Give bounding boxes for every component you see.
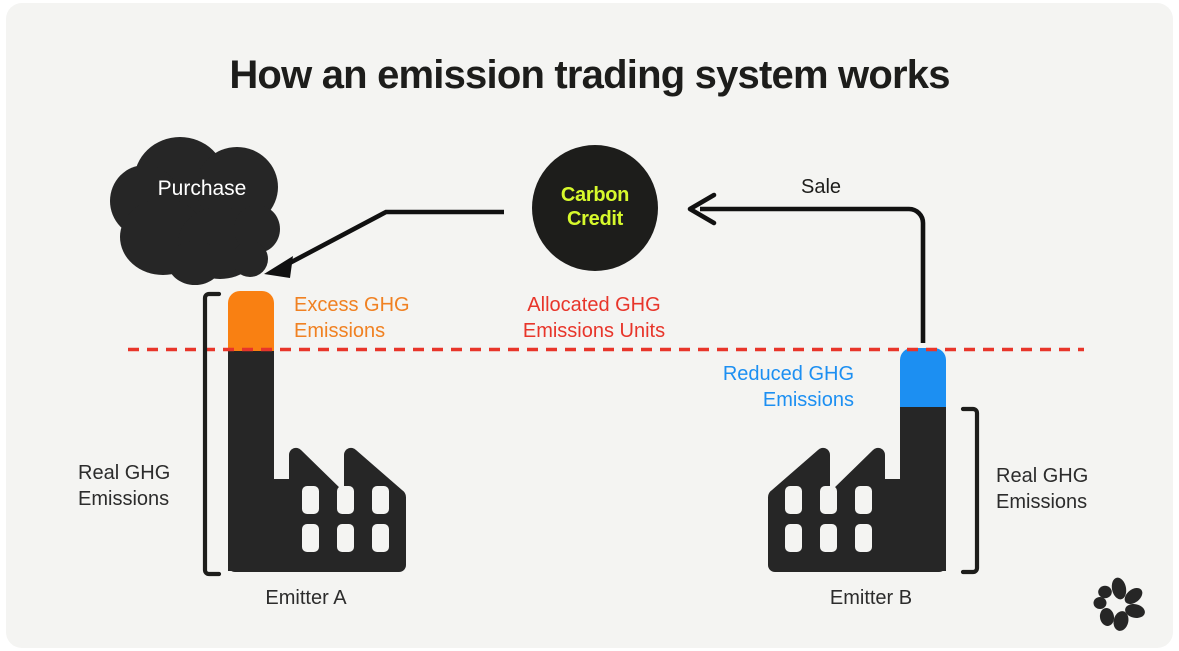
emitter-a-window: [337, 486, 354, 514]
emitter-b-factory: [767, 348, 946, 572]
excess-ghg-label-line2: Emissions: [294, 319, 386, 342]
carbon-credit-line1: Carbon: [560, 184, 630, 207]
purchase-cloud-label: Purchase: [157, 177, 247, 200]
emitter-b-real-ghg-line2: Emissions: [996, 490, 1088, 513]
logo-petal: [1098, 585, 1112, 599]
excess-ghg-label-line1: Excess GHG: [294, 294, 410, 316]
emitter-b-real-bracket: [960, 406, 980, 575]
purchase-arrow: [264, 209, 504, 278]
emitter-b-label: Emitter B: [829, 587, 913, 609]
diagram-canvas: How an emission trading system works: [6, 3, 1173, 648]
sale-arrowhead: [687, 192, 717, 226]
emitter-a-excess-cap: [228, 291, 274, 351]
emitter-a-window: [302, 524, 319, 552]
cloud-puff: [168, 241, 222, 285]
allocated-ghg-label: Allocated GHG Emissions Units: [509, 293, 679, 344]
emitter-b-window: [855, 524, 872, 552]
logo-petal: [1111, 577, 1127, 600]
emitter-a-window: [302, 486, 319, 514]
logo-petal: [1099, 608, 1115, 626]
emitter-b-window: [820, 486, 837, 514]
excess-ghg-label: Excess GHG Emissions: [294, 293, 410, 344]
emitter-b-window: [785, 486, 802, 514]
logo-petal: [1113, 611, 1129, 631]
emitter-b-real-ghg-label: Real GHG Emissions: [996, 464, 1088, 515]
flower-petal-logo: [1093, 577, 1145, 631]
sale-arrow-label: Sale: [800, 176, 842, 198]
reduced-ghg-label-line2: Emissions: [762, 388, 854, 411]
emitter-b-real-ghg-line1: Real GHG: [996, 465, 1089, 487]
emitter-b-reduced-cap: [900, 348, 946, 407]
reduced-ghg-label: Reduced GHG Emissions: [684, 362, 854, 413]
emitter-a-real-bracket: [202, 291, 222, 577]
sale-arrow: [687, 192, 926, 343]
emitter-a-window: [372, 486, 389, 514]
allocated-ghg-label-line2: Emissions Units: [522, 319, 666, 342]
reduced-ghg-label-line1: Reduced GHG: [722, 363, 854, 385]
emitter-b-window: [820, 524, 837, 552]
carbon-credit-node[interactable]: Carbon Credit: [532, 145, 658, 271]
emitter-a-window: [337, 524, 354, 552]
logo-petal: [1093, 597, 1107, 609]
logo-petal: [1124, 587, 1143, 605]
purchase-arrowhead: [264, 256, 293, 278]
emitter-a-factory: [228, 291, 407, 572]
cloud-puff: [232, 241, 268, 277]
page-title: How an emission trading system works: [229, 53, 950, 97]
diagram-vector-layer: [128, 192, 1084, 577]
emitter-a-window: [372, 524, 389, 552]
emitter-b-window: [785, 524, 802, 552]
carbon-credit-text: Carbon Credit: [560, 184, 630, 231]
emitter-a-real-ghg-line1: Real GHG: [78, 462, 171, 484]
emitter-a-real-ghg-line2: Emissions: [78, 487, 170, 510]
carbon-credit-line2: Credit: [567, 208, 623, 230]
emitter-a-label: Emitter A: [265, 587, 347, 609]
logo-petal: [1125, 604, 1145, 618]
emitter-a-real-ghg-label: Real GHG Emissions: [78, 461, 170, 512]
allocated-ghg-label-line1: Allocated GHG: [527, 294, 661, 316]
emitter-b-window: [855, 486, 872, 514]
purchase-cloud: Purchase: [110, 137, 290, 287]
